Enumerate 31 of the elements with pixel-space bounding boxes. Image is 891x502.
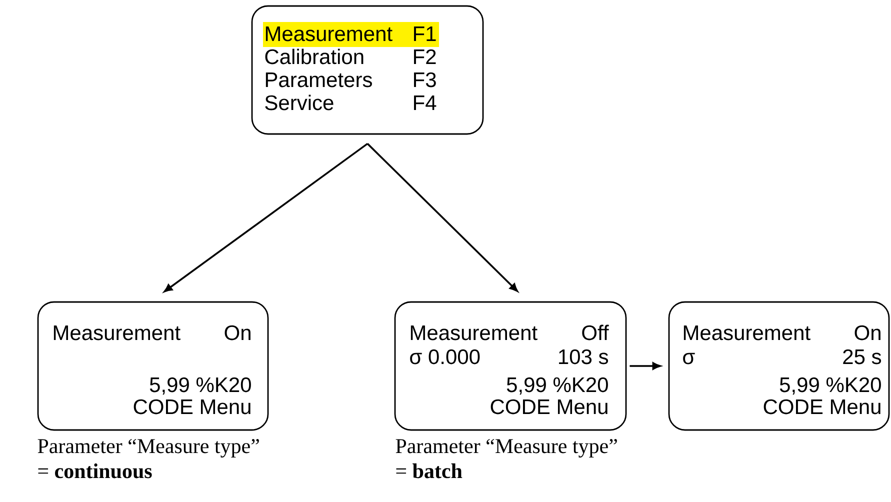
screen-text: 5,99 %K20 [780,377,881,395]
arrow [366,143,518,292]
screen-text: Measurement [410,326,538,340]
menu-item: F4 [414,96,436,110]
screen-text: CODE Menu [134,399,250,414]
node-label: Parameter “Measure type” [396,439,617,458]
screen-text: On [854,325,880,340]
screen-text: Measurement [684,326,810,340]
screen-text: CODE Menu [764,399,880,414]
menu-item: F1 [414,26,436,41]
screen-text: 25 s [843,349,882,364]
screen-text: CODE Menu [490,399,608,414]
screen-text: σ [683,352,695,364]
menu-item: Calibration [265,48,364,64]
node-label: = batch [396,463,462,478]
arrow [630,362,661,370]
screen-text: Measurement [54,326,180,340]
menu-item: Service [265,94,334,110]
menu-item: F3 [414,72,436,88]
screen-text: σ 0.000 [410,349,480,364]
menu-item: Measurement [266,26,392,42]
screen-text: 5,99 %K20 [150,377,251,395]
menu-item: F2 [414,49,436,64]
screen-text: On [224,325,250,340]
screen-text: 103 s [559,349,608,364]
screen-text: 5,99 %K20 [506,377,608,395]
node-label: = continuous [38,463,152,478]
menu-item: Parameters [266,72,372,88]
arrow [164,142,368,292]
node-label: Parameter “Measure type” [38,439,259,458]
screen-text: Off [582,324,609,340]
